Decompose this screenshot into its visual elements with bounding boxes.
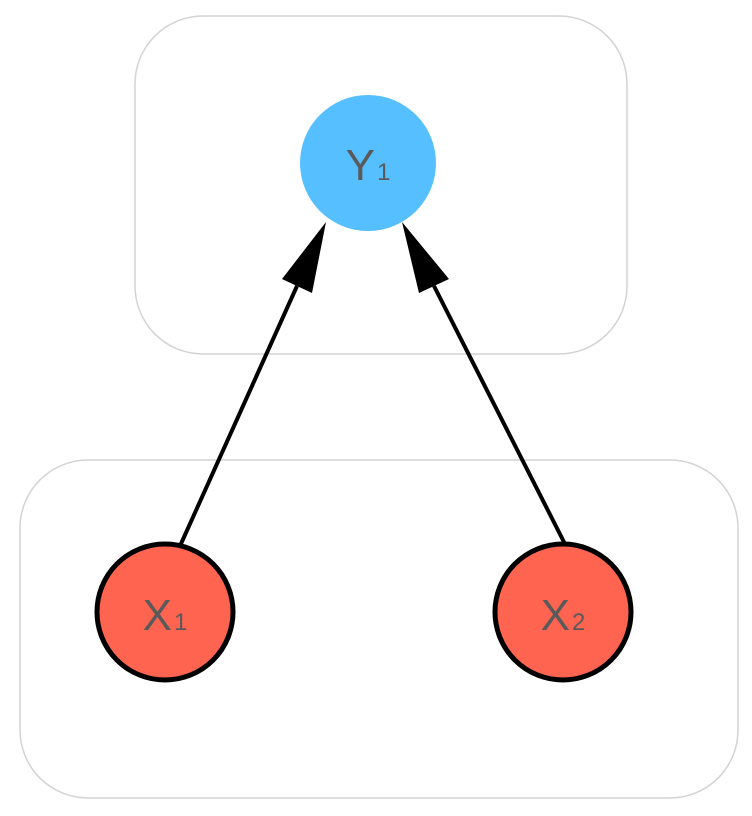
edge-x1-to-y1 [178, 222, 326, 547]
output-cluster [134, 15, 628, 355]
node-y1-label: Y1 [346, 141, 391, 190]
node-x2-circle [492, 541, 634, 683]
arrowhead-icon [282, 222, 326, 293]
node-x1-label: X1 [143, 591, 188, 640]
arrowhead-icon [402, 222, 449, 293]
node-x2[interactable]: X2 [492, 541, 634, 683]
node-y1-circle [300, 95, 436, 231]
edge-x2-to-y1 [402, 222, 568, 547]
edge-line [432, 285, 568, 547]
input-cluster [19, 459, 739, 799]
node-x2-label: X2 [541, 591, 586, 640]
node-x1-circle [94, 541, 236, 683]
edge-line [178, 285, 299, 547]
node-y1[interactable]: Y1 [300, 95, 436, 231]
node-x1[interactable]: X1 [94, 541, 236, 683]
